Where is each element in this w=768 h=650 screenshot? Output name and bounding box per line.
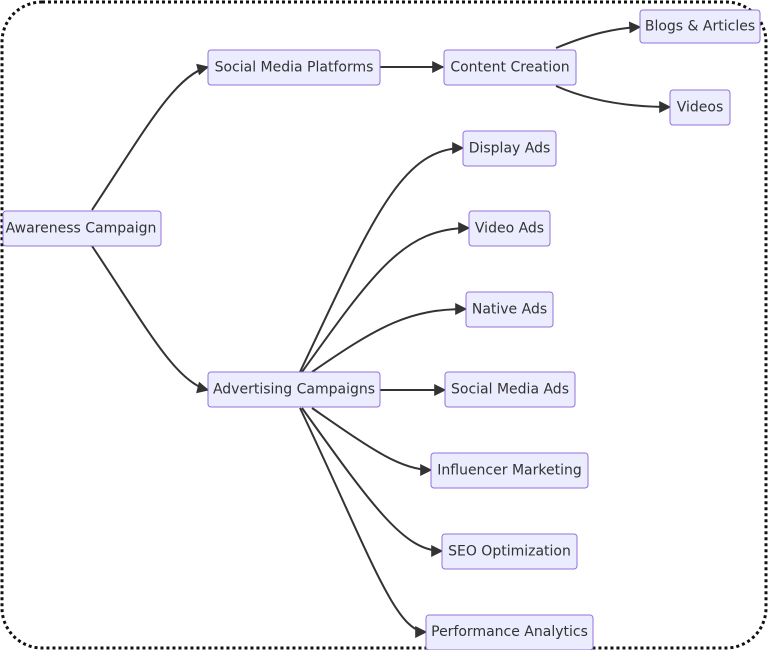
- node-label: Social Media Ads: [451, 382, 569, 398]
- edge-content-creation-to-videos: [555, 85, 672, 113]
- node-awareness-campaign[interactable]: Awareness Campaign: [2, 210, 162, 247]
- node-label: SEO Optimization: [448, 544, 571, 560]
- node-box: [669, 89, 731, 126]
- edge-ad-campaigns-to-native-ads: [311, 303, 468, 373]
- node-label: Videos: [677, 100, 724, 116]
- node-blogs-articles[interactable]: Blogs & Articles: [639, 9, 761, 44]
- edge-ad-campaigns-to-analytics: [299, 407, 428, 638]
- edge-ad-campaigns-to-display-ads: [299, 142, 465, 373]
- node-display-ads[interactable]: Display Ads: [462, 130, 557, 167]
- node-box: [465, 291, 554, 328]
- edge-awareness-to-social-platforms: [91, 63, 210, 211]
- edge-ad-campaigns-to-video-ads: [301, 222, 471, 373]
- node-box: [639, 9, 761, 44]
- node-box: [444, 371, 576, 408]
- node-content-creation[interactable]: Content Creation: [443, 49, 577, 86]
- node-advertising-campaigns[interactable]: Advertising Campaigns: [207, 371, 381, 408]
- node-label: Native Ads: [472, 302, 547, 318]
- node-box: [441, 533, 578, 570]
- edges: [91, 21, 672, 638]
- node-label: Content Creation: [450, 60, 569, 76]
- node-box: [2, 210, 162, 247]
- node-social-media-ads[interactable]: Social Media Ads: [444, 371, 576, 408]
- node-box: [207, 49, 381, 86]
- node-label: Blogs & Articles: [645, 19, 755, 35]
- edge-content-creation-to-blogs: [555, 21, 642, 49]
- node-label: Display Ads: [469, 141, 551, 157]
- node-label: Influencer Marketing: [437, 463, 581, 479]
- node-box: [430, 452, 589, 489]
- node-social-media-platforms[interactable]: Social Media Platforms: [207, 49, 381, 86]
- node-box: [468, 210, 551, 247]
- node-box: [443, 49, 577, 86]
- node-seo-optimization[interactable]: SEO Optimization: [441, 533, 578, 570]
- node-influencer-marketing[interactable]: Influencer Marketing: [430, 452, 589, 489]
- edge-ad-campaigns-to-seo: [301, 407, 444, 557]
- node-box: [207, 371, 381, 408]
- node-performance-analytics[interactable]: Performance Analytics: [425, 614, 594, 650]
- node-label: Advertising Campaigns: [213, 382, 375, 398]
- node-label: Awareness Campaign: [6, 221, 157, 237]
- node-label: Social Media Platforms: [215, 60, 374, 76]
- node-box: [462, 130, 557, 167]
- node-videos[interactable]: Videos: [669, 89, 731, 126]
- edge-ad-campaigns-to-influencer: [311, 407, 433, 476]
- node-video-ads[interactable]: Video Ads: [468, 210, 551, 247]
- edge-awareness-to-ad-campaigns: [91, 245, 210, 394]
- node-native-ads[interactable]: Native Ads: [465, 291, 554, 328]
- node-box: [425, 614, 594, 650]
- node-label: Performance Analytics: [431, 624, 588, 640]
- node-label: Video Ads: [475, 221, 544, 237]
